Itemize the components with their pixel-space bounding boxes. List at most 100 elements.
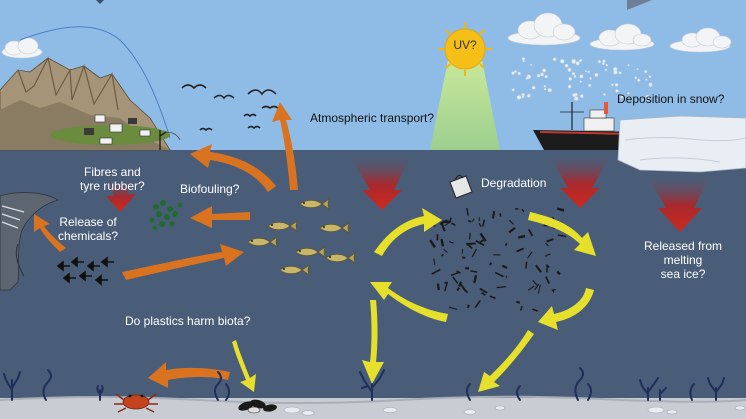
snowflake-icon	[611, 83, 614, 87]
plastics-harm-biota-label: Do plastics harm biota?	[125, 314, 251, 328]
snowflake-icon	[627, 92, 630, 95]
seafloor	[0, 398, 746, 419]
fibres-tyre-rubber-label: Fibres and tyre rubber?	[80, 165, 145, 193]
degradation-label: Degradation	[481, 176, 547, 190]
microplastic-particle	[471, 248, 477, 258]
snowflake-icon	[613, 69, 618, 75]
microplastic-particle	[471, 218, 475, 222]
snowflake-icon	[645, 78, 648, 81]
microplastic-particle	[556, 207, 565, 212]
microplastic-particle	[444, 281, 447, 285]
snowflake-icon	[572, 93, 577, 98]
microplastic-particle	[456, 287, 461, 292]
snowflake-icon	[516, 95, 522, 100]
microplastic-particle	[462, 256, 466, 259]
snowflake-icon	[513, 70, 517, 74]
snowflake-icon	[603, 93, 606, 96]
snowflake-icon	[602, 62, 605, 66]
microplastic-particle	[532, 308, 538, 312]
microplastic-particle	[478, 239, 485, 244]
whale-icon	[0, 192, 60, 291]
iceberg-icon	[617, 115, 746, 173]
microplastic-particle	[515, 300, 521, 304]
snowflake-icon	[644, 69, 648, 74]
atmospheric-path	[19, 26, 171, 139]
microplastic-particle	[456, 270, 461, 274]
snowflake-icon	[614, 83, 619, 87]
microplastic-particle	[474, 299, 481, 309]
snowflake-icon	[574, 96, 579, 101]
snowflake-icon	[602, 59, 606, 63]
microplastic-particle	[478, 222, 482, 228]
uv-beam	[430, 60, 500, 150]
snowflake-icon	[560, 59, 565, 64]
cloud-icon	[507, 12, 581, 46]
snowflake-icon	[511, 88, 515, 92]
microplastic-particle	[448, 306, 458, 310]
snowflake-icon	[649, 84, 653, 87]
microplastic-particle	[473, 274, 478, 284]
snowflake-icon	[637, 78, 641, 82]
snowflake-icon	[636, 67, 639, 71]
coral-icon	[3, 367, 725, 401]
microplastic-particle	[488, 262, 493, 266]
snowflake-icon	[568, 77, 573, 81]
microplastic-particle	[519, 305, 523, 311]
released-from-sea-ice-label: Released from melting sea ice?	[644, 239, 723, 281]
deposition-arrow	[548, 152, 612, 208]
fibres-arrow	[106, 178, 136, 212]
deposition-in-snow-label: Deposition in snow?	[617, 92, 725, 106]
snowflake-icon	[615, 89, 619, 93]
ship-icon	[533, 102, 640, 150]
snowflake-icon	[571, 72, 576, 76]
sun-icon	[438, 22, 492, 76]
microplastic-particle	[467, 219, 472, 223]
microplastic-particles-icon	[429, 207, 567, 312]
snowflake-icon	[589, 77, 592, 80]
microplastic-particle	[546, 238, 554, 243]
sea-ice-release-arrow	[646, 172, 712, 232]
mussel-icon	[238, 399, 277, 414]
microplastic-particle	[527, 285, 535, 291]
snowflake-icon	[552, 57, 557, 62]
snowflake-icon	[620, 94, 625, 99]
microplastic-particle	[439, 219, 448, 226]
microplastic-particle	[509, 219, 514, 225]
microplastic-particle	[516, 247, 525, 253]
microplastic-particle	[458, 281, 463, 287]
snowflake-icon	[571, 58, 576, 64]
deposition-arrow	[348, 152, 412, 210]
microplastic-particle	[526, 251, 533, 259]
microplastic-particle	[440, 238, 445, 247]
biofouling-label: Biofouling?	[180, 182, 240, 196]
microplastic-particle	[534, 283, 540, 291]
uv-label: UV?	[453, 38, 477, 52]
snowflake-icon	[604, 68, 608, 72]
microplastic-particle	[462, 287, 469, 294]
microplastic-particle	[528, 228, 534, 237]
snowflake-icon	[531, 85, 536, 90]
snowflake-icon	[511, 71, 515, 75]
microplastic-particle	[436, 283, 440, 291]
snowflake-icon	[511, 57, 653, 101]
snowflake-icon	[517, 71, 521, 76]
microplastic-particle	[557, 234, 567, 238]
microplastic-particle	[479, 287, 488, 294]
microplastic-particle	[489, 295, 496, 300]
snowflake-icon	[648, 75, 652, 79]
microplastic-particle	[469, 232, 471, 240]
snowflake-icon	[579, 74, 584, 79]
microplastic-particle	[451, 222, 456, 227]
cloud-icon	[589, 23, 655, 51]
microplastic-particle	[479, 232, 487, 242]
snowflake-icon	[564, 63, 569, 68]
microplastic-particle	[551, 288, 556, 291]
snowflake-icon	[544, 74, 548, 79]
snowflake-icon	[573, 75, 577, 78]
snowflake-icon	[587, 70, 590, 74]
snowflake-icon	[542, 68, 547, 73]
snowflake-icon	[579, 80, 582, 83]
microplastic-particle	[448, 217, 452, 223]
